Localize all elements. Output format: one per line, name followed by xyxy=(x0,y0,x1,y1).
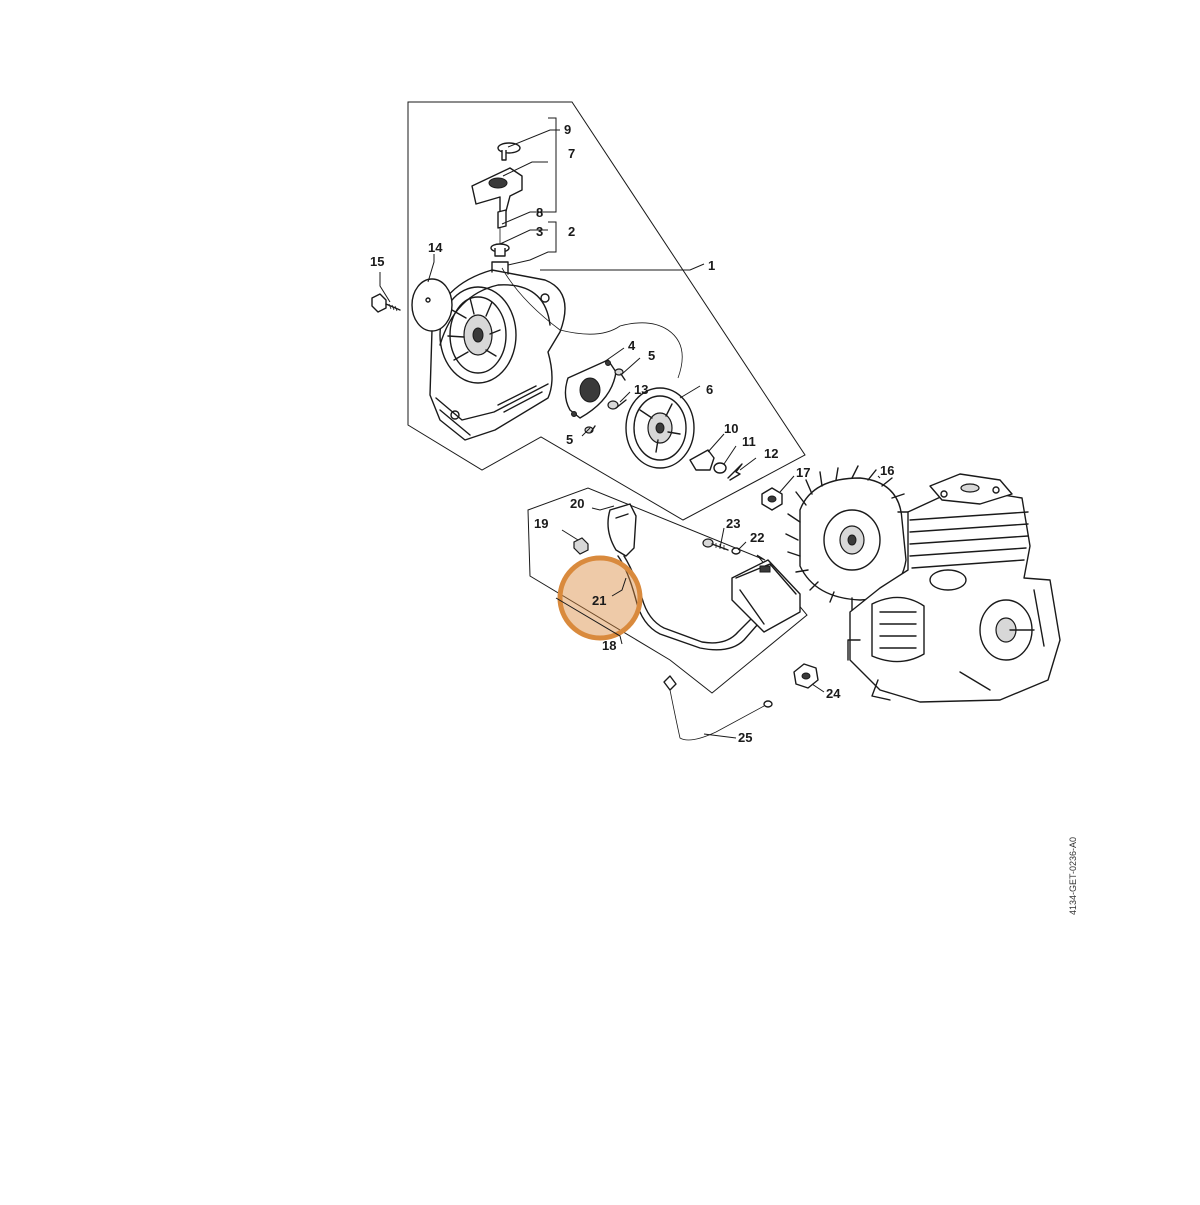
part-label-5-upper: 5 xyxy=(648,348,655,363)
part-label-12: 12 xyxy=(764,446,778,461)
part-label-8: 8 xyxy=(536,205,543,220)
part-label-22: 22 xyxy=(750,530,764,545)
part-label-17: 17 xyxy=(796,465,810,480)
part-label-18: 18 xyxy=(602,638,616,653)
screw-19 xyxy=(573,537,589,555)
part-label-9: 9 xyxy=(564,122,571,137)
part-label-19: 19 xyxy=(534,516,548,531)
part-label-21: 21 xyxy=(592,593,606,608)
document-number: 4134-GET-0236-A0 xyxy=(1068,837,1078,915)
part-label-7: 7 xyxy=(568,146,575,161)
part-21-highlight xyxy=(557,555,643,641)
part-label-25: 25 xyxy=(738,730,752,745)
part-label-10: 10 xyxy=(724,421,738,436)
part-label-2: 2 xyxy=(568,224,575,239)
pawl xyxy=(689,449,715,471)
part-label-5-lower: 5 xyxy=(566,432,573,447)
flywheel xyxy=(785,465,911,611)
part-label-4: 4 xyxy=(628,338,636,353)
leader-lines xyxy=(379,117,881,739)
part-labels: 9 7 8 3 2 1 15 14 4 5 13 6 5 10 11 12 17… xyxy=(370,122,894,745)
ignition-module xyxy=(607,503,801,651)
nut-17 xyxy=(761,487,783,511)
screw-13 xyxy=(607,399,627,410)
part-label-1: 1 xyxy=(708,258,715,273)
part-label-15: 15 xyxy=(370,254,384,269)
ground-wire xyxy=(663,675,773,741)
starter-rope xyxy=(501,267,683,379)
part-label-24: 24 xyxy=(826,686,841,701)
part-label-23: 23 xyxy=(726,516,740,531)
part-label-14: 14 xyxy=(428,240,443,255)
part-label-6: 6 xyxy=(706,382,713,397)
engine-crankcase xyxy=(847,473,1061,703)
pawl-spring xyxy=(727,463,743,481)
starter-housing xyxy=(429,261,566,441)
screw-5-upper xyxy=(614,368,626,381)
rope-rotor xyxy=(625,387,695,469)
part-label-3: 3 xyxy=(536,224,543,239)
part-label-11: 11 xyxy=(742,434,756,449)
plug-24 xyxy=(793,663,819,689)
part-label-20: 20 xyxy=(570,496,584,511)
part-label-13: 13 xyxy=(634,382,648,397)
starter-assembly-frame xyxy=(407,101,806,521)
gasket-disc xyxy=(411,278,453,332)
ignition-module-frame xyxy=(527,487,808,694)
spring-cover xyxy=(564,359,617,419)
screw-23 xyxy=(702,538,729,551)
starter-handle xyxy=(471,142,523,257)
washer xyxy=(713,462,727,474)
screw-15 xyxy=(371,293,401,313)
part-label-16: 16 xyxy=(880,463,894,478)
